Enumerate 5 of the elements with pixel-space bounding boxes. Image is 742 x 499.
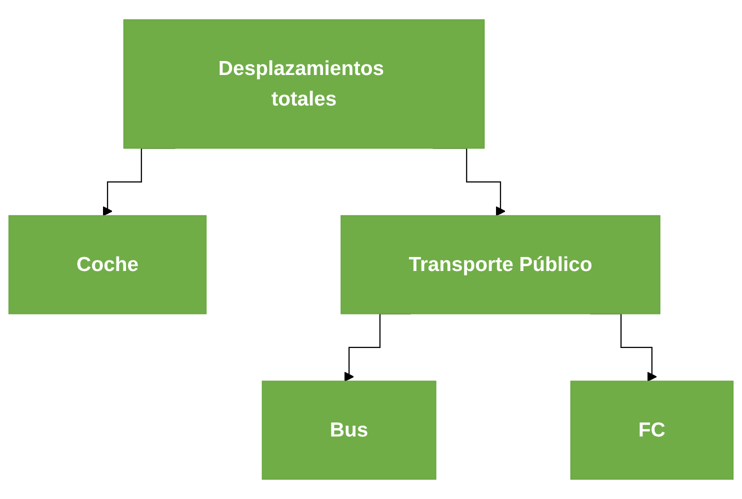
node-box: FC [570,380,734,480]
node-box: Transporte Público [340,215,660,314]
node-box: Bus [262,380,436,480]
node-box: Coche [8,215,207,314]
node-box: Desplazamientos totales [123,19,485,149]
